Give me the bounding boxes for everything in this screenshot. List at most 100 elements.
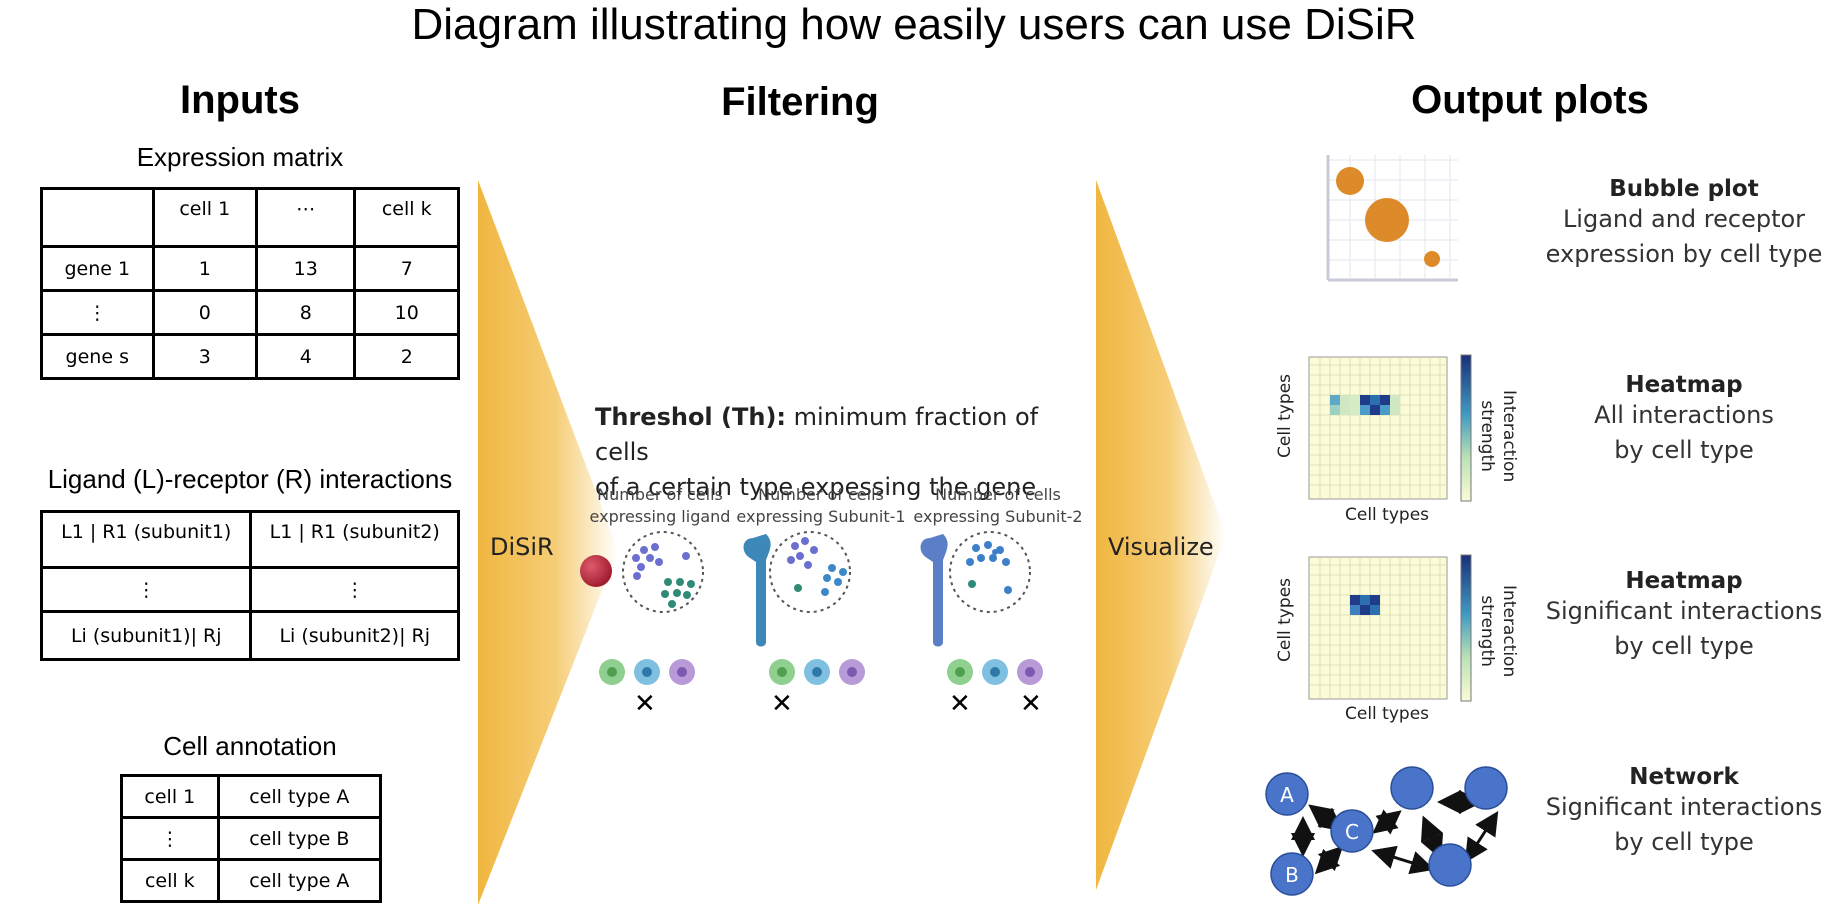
cell-dots-teal: [821, 564, 847, 596]
cross-mark-icon: ✕: [1020, 688, 1042, 718]
table-row: cell k cell type A: [120, 858, 383, 903]
heatmap1-x-label: Cell types: [1345, 505, 1430, 525]
cell-annotation-table: cell 1 cell type A ⋮ cell type B cell k …: [120, 774, 383, 903]
ligand-icon: [580, 555, 612, 587]
table-cell: ⋮: [120, 816, 220, 861]
table-row: gene s 3 4 2: [40, 333, 460, 380]
heatmap-all-icon: [1308, 356, 1448, 500]
output-desc: Significant interactions: [1545, 597, 1823, 625]
expression-matrix-title: Expression matrix: [136, 142, 344, 172]
panel-label-line: expressing Subunit-1: [736, 507, 906, 526]
lr-interactions-table: L1 | R1 (subunit1) L1 | R1 (subunit2) ⋮ …: [39, 510, 460, 661]
node-label: A: [1280, 783, 1294, 807]
table-row: cell 1 cell type A: [120, 774, 383, 819]
colorbar-label-line: strength: [1477, 595, 1497, 667]
panel-label-line: expressing Subunit-2: [913, 507, 1083, 526]
heatmap1-y-label: Cell types: [1275, 373, 1295, 458]
table-row: gene 1 1 13 7: [40, 245, 460, 292]
colorbar2-label: Interaction strength: [1476, 585, 1520, 677]
output-title: Heatmap: [1625, 568, 1743, 594]
cell-dots-green: [661, 578, 695, 608]
table-cell: 3: [151, 333, 259, 380]
table-cell: 10: [353, 289, 460, 336]
bubble-plot-icon: [1326, 155, 1458, 282]
colorbar1-label: Interaction strength: [1476, 390, 1520, 482]
output-bubble-plot: Bubble plot Ligand and receptor expressi…: [1540, 176, 1828, 272]
threshold-line1: minimum fraction of cells: [595, 403, 1039, 466]
inputs-heading: Inputs: [180, 78, 300, 122]
visualize-label: Visualize: [1108, 533, 1214, 561]
output-title: Heatmap: [1625, 372, 1743, 398]
panel-label-line: Number of cells: [597, 485, 723, 504]
panel-label-subunit2: Number of cells expressing Subunit-2: [913, 484, 1083, 528]
table-cell: 4: [255, 333, 357, 380]
threshold-description: Threshol (Th): minimum fraction of cells…: [595, 400, 1095, 505]
output-desc: Ligand and receptor: [1562, 205, 1806, 233]
colorbar-label-line: Interaction: [1499, 585, 1519, 678]
panel-label-line: Number of cells: [935, 485, 1061, 504]
table-cell: 13: [255, 245, 357, 292]
colorbar-1: [1460, 354, 1472, 502]
table-cell: ⋮: [249, 566, 460, 613]
colorbar-2: [1460, 554, 1472, 702]
receptor-subunit2-icon: [920, 534, 948, 647]
table-row: L1 | R1 (subunit1) L1 | R1 (subunit2): [39, 510, 460, 569]
panel-label-ligand: Number of cells expressing ligand: [585, 484, 735, 528]
cell-population-circle: [949, 531, 1031, 613]
output-desc: expression by cell type: [1545, 240, 1823, 268]
output-heatmap-significant: Heatmap Significant interactions by cell…: [1540, 568, 1828, 664]
table-header-row: cell 1 ⋯ cell k: [40, 187, 460, 248]
cell-dots-blue: [966, 541, 1012, 594]
table-cell: ⋮: [40, 289, 155, 336]
table-cell: 2: [353, 333, 460, 380]
output-desc: Significant interactions: [1545, 793, 1823, 821]
table-cell: ⋯: [255, 187, 357, 248]
visualize-arrow: [1096, 180, 1226, 890]
colorbar-label-line: strength: [1477, 400, 1497, 472]
heatmap-significant-icon: [1308, 556, 1448, 700]
table-cell: 1: [151, 245, 259, 292]
output-desc: by cell type: [1614, 828, 1754, 856]
network-icon: A B C: [1265, 766, 1508, 896]
output-desc: All interactions: [1594, 401, 1774, 429]
table-cell: 8: [255, 289, 357, 336]
output-title: Bubble plot: [1609, 176, 1759, 202]
table-cell: 7: [353, 245, 460, 292]
output-plots-heading: Output plots: [1411, 78, 1649, 122]
output-desc: by cell type: [1614, 436, 1754, 464]
table-row: ⋮ ⋮: [39, 566, 460, 613]
output-network: Network Significant interactions by cell…: [1540, 764, 1828, 860]
table-row: ⋮ cell type B: [120, 816, 383, 861]
panel-label-line: expressing ligand: [589, 507, 731, 526]
threshold-line2: of a certain type expessing the gene: [595, 473, 1037, 501]
heatmap2-y-label: Cell types: [1275, 577, 1295, 662]
table-cell: cell type A: [216, 774, 383, 819]
lr-interactions-title: Ligand (L)-receptor (R) interactions: [47, 464, 453, 494]
cross-mark-icon: ✕: [771, 688, 793, 718]
output-desc: by cell type: [1614, 632, 1754, 660]
table-cell: cell 1: [120, 774, 220, 819]
table-cell: 0: [151, 289, 259, 336]
table-cell: [40, 187, 155, 248]
cell-type-row-2: [769, 659, 865, 685]
table-cell: gene s: [40, 333, 155, 380]
colorbar-label-line: Interaction: [1499, 390, 1519, 483]
heatmap2-x-label: Cell types: [1345, 704, 1430, 724]
table-cell: L1 | R1 (subunit2): [249, 510, 460, 569]
cross-mark-icon: ✕: [634, 688, 656, 718]
output-heatmap-all: Heatmap All interactions by cell type: [1540, 372, 1828, 468]
table-cell: cell 1: [151, 187, 259, 248]
panel-label-subunit1: Number of cells expressing Subunit-1: [736, 484, 906, 528]
table-cell: cell k: [353, 187, 460, 248]
filtering-heading: Filtering: [721, 80, 879, 124]
cell-population-circle: [622, 531, 704, 613]
cross-mark-icon: ✕: [949, 688, 971, 718]
cell-type-row-1: [599, 659, 695, 685]
cell-dots-blue: [787, 537, 818, 569]
table-cell: cell type B: [216, 816, 383, 861]
table-row: Li (subunit1)| Rj Li (subunit2)| Rj: [39, 610, 460, 661]
threshold-term: Threshol (Th):: [595, 403, 787, 431]
table-cell: gene 1: [40, 245, 155, 292]
diagram-title: Diagram illustrating how easily users ca…: [411, 0, 1417, 49]
heatmap-cells: [1350, 595, 1380, 615]
